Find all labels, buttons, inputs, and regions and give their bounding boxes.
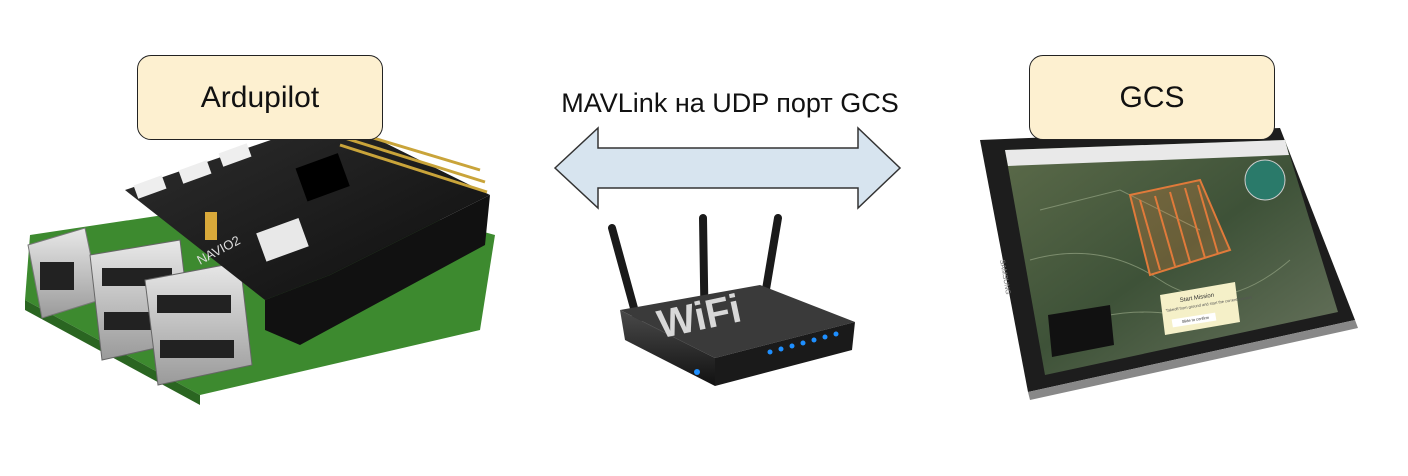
popup-slide-button: Slide to confirm — [1181, 315, 1210, 324]
ardupilot-label-box: Ardupilot — [137, 55, 383, 140]
gcs-label-box: GCS — [1029, 55, 1275, 140]
mavlink-link-arrow — [553, 126, 902, 210]
survey-grid — [1128, 178, 1232, 277]
ardupilot-board-image: NAVIO2 — [25, 118, 495, 405]
usb-ports — [89, 239, 253, 386]
ethernet-port — [27, 227, 101, 319]
popup-title: Start Mission — [1179, 293, 1214, 304]
wifi-router-image: WiFi — [608, 214, 855, 386]
gcs-tablet-image: Start Mission Takeoff from ground and st… — [980, 128, 1358, 400]
router-status-leds — [694, 331, 839, 375]
ardupilot-label: Ardupilot — [200, 80, 320, 114]
video-inset — [1048, 305, 1114, 357]
antenna-connector — [205, 212, 217, 240]
attitude-indicator — [1244, 159, 1286, 201]
gcs-label: GCS — [1119, 80, 1185, 114]
mavlink-link-label: MAVLink на UDP порт GCS — [561, 88, 899, 118]
start-mission-popup: Start Mission Takeoff from ground and st… — [1160, 282, 1252, 335]
